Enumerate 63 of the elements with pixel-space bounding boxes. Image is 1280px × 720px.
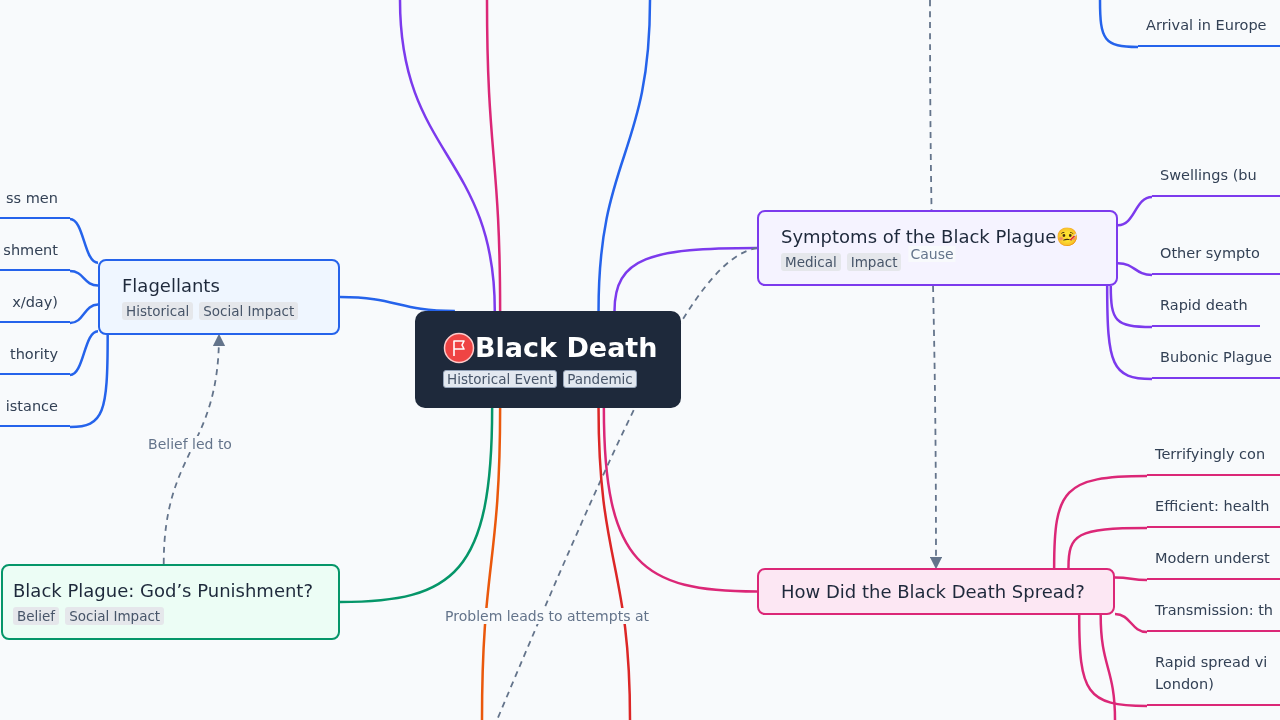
central-topic-box	[415, 311, 681, 408]
branch-line	[339, 407, 494, 604]
branch-line	[597, 407, 632, 720]
branch-line	[1117, 195, 1153, 227]
tag: Historical	[122, 301, 194, 320]
dashed-connector	[929, 0, 943, 570]
branch-line	[339, 295, 455, 313]
branch-line	[1115, 576, 1147, 582]
topic-box	[757, 568, 1115, 615]
branch-line	[69, 330, 99, 377]
branch-topic: Modern underst	[1147, 546, 1280, 580]
branch-line	[69, 335, 109, 429]
topic-title: Black Plague: God’s Punishment?	[13, 579, 313, 601]
branch-line	[480, 408, 502, 720]
branch-line	[1077, 615, 1148, 708]
branch-line	[485, 0, 502, 311]
branch-topic: thority	[0, 342, 70, 375]
branch-topic: x/day)	[0, 290, 70, 323]
branch-topic: ss men	[0, 186, 70, 219]
branch-line	[1117, 261, 1153, 277]
branch-line	[1067, 526, 1147, 569]
topic-title: Flagellants	[122, 274, 220, 296]
branch-topic: istance	[0, 394, 70, 427]
topic-box	[757, 210, 1118, 286]
branch-line	[1105, 286, 1153, 381]
branch-topic: Rapid spread vi London)	[1147, 650, 1280, 706]
topic-box	[1, 564, 340, 640]
branch-line	[69, 217, 99, 264]
branch-topic: Bubonic Plague	[1152, 345, 1280, 379]
tag: Social Impact	[65, 606, 165, 625]
branch-line	[1114, 612, 1148, 634]
tag: Impact	[846, 252, 902, 271]
branch-line	[398, 0, 497, 312]
branch-topic: Terrifyingly con	[1147, 442, 1280, 476]
tag: Pandemic	[563, 369, 637, 388]
branch-topic: Arrival in Europe	[1138, 13, 1280, 47]
topic-title: Black Death	[475, 332, 658, 363]
branch-topic: shment	[0, 238, 70, 271]
edge-label: Belief led to	[146, 436, 234, 452]
edge-label: Cause	[908, 246, 956, 262]
branch-topic: Other sympto	[1152, 241, 1280, 275]
branch-line	[1099, 614, 1117, 720]
branch-topic: Rapid death	[1152, 293, 1260, 327]
branch-line	[1098, 0, 1139, 49]
tag: Historical Event	[443, 369, 558, 388]
branch-line	[613, 246, 757, 312]
branch-line	[597, 0, 652, 312]
topic-title: How Did the Black Death Spread?	[781, 581, 1085, 602]
branch-line	[69, 269, 99, 287]
tag: Social Impact	[199, 301, 299, 320]
topic-title: Symptoms of the Black Plague🤒	[781, 225, 1079, 247]
tag: Belief	[13, 606, 60, 625]
branch-topic: Transmission: th	[1147, 598, 1280, 632]
edge-label: Problem leads to attempts at	[443, 608, 651, 624]
branch-line	[1052, 474, 1148, 568]
topic-box	[98, 259, 340, 335]
branch-topic: Swellings (bu	[1152, 163, 1280, 197]
dashed-connector	[162, 333, 225, 565]
branch-line	[1109, 286, 1153, 329]
tag: Medical	[781, 252, 841, 271]
branch-line	[602, 407, 758, 593]
branch-topic: Efficient: health	[1147, 494, 1280, 528]
branch-line	[69, 303, 99, 325]
